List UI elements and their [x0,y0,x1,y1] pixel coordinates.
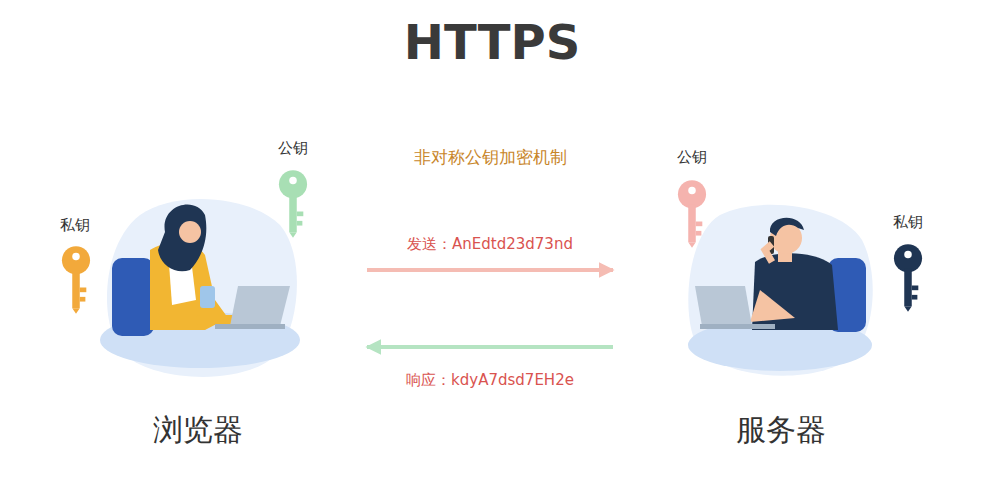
man-figure-part [688,205,872,376]
woman-figure-part [112,258,154,336]
woman-figure-part [215,324,285,329]
message-arrow [367,268,613,272]
message-arrow [367,345,613,349]
key-label: 公钥 [677,148,707,167]
woman-figure-part [230,286,290,326]
subtitle: 非对称公钥加密机制 [414,146,567,169]
endpoint-node: 浏览器 [95,190,367,452]
endpoint-node: 服务器 [613,190,893,452]
key-icon-part [894,244,922,312]
node-caption: 服务器 [698,410,863,451]
title: HTTPS [0,14,984,70]
message-label: 发送：AnEdtd23d73nd [404,235,576,254]
key-icon-part [279,170,307,238]
key-label: 私钥 [893,213,923,232]
woman-figure-part [200,286,215,308]
key-label: 公钥 [278,139,308,158]
man-figure-part [750,290,795,322]
key-label: 私钥 [60,216,90,235]
man-figure-part [700,324,775,329]
node-caption: 浏览器 [95,410,300,451]
key-icon-part [62,246,90,314]
man-figure-part [770,218,804,236]
message-label: 响应：kdyA7dsd7EH2e [403,371,577,390]
woman-figure [100,199,300,377]
woman-figure-part [158,204,206,271]
woman-figure-part [179,221,201,243]
man-figure [688,205,873,376]
man-figure-part [765,244,772,262]
man-figure-part [695,286,752,326]
